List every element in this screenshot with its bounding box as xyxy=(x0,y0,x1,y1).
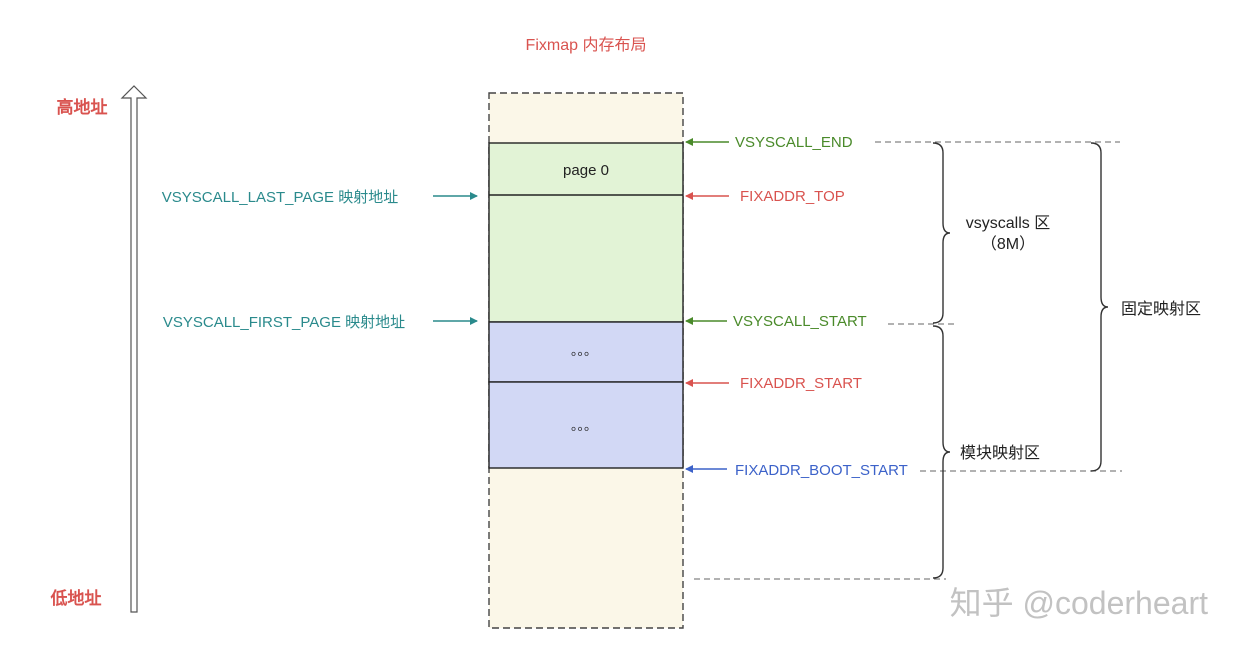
module-block-lower xyxy=(488,381,684,469)
vsyscall-first-page-label: VSYSCALL_FIRST_PAGE 映射地址 xyxy=(163,314,405,331)
watermark: 知乎 @coderheart xyxy=(950,585,1208,621)
fixed-mapping-brace xyxy=(1090,142,1109,472)
vsyscalls-region-label: vsyscalls 区 xyxy=(966,215,1050,232)
address-direction-arrow xyxy=(120,85,148,613)
vsyscall-last-page-label: VSYSCALL_LAST_PAGE 映射地址 xyxy=(162,189,398,206)
low-address-label: 低地址 xyxy=(50,588,102,608)
fixaddr-top-label: FIXADDR_TOP xyxy=(740,188,845,205)
ellipsis-lower: 。。。 xyxy=(571,418,597,433)
vsyscall-start-label: VSYSCALL_START xyxy=(733,313,867,330)
fixaddr-boot-start-label: FIXADDR_BOOT_START xyxy=(735,462,908,479)
module-mapping-brace xyxy=(932,325,951,579)
vsyscall-end-label: VSYSCALL_END xyxy=(735,134,853,151)
ellipsis-upper: 。。。 xyxy=(571,343,597,358)
vsyscalls-brace xyxy=(932,142,951,324)
fixed-mapping-label: 固定映射区 xyxy=(1121,300,1201,318)
module-block-upper xyxy=(488,321,684,383)
vsyscall-block xyxy=(488,142,684,323)
page0-label: page 0 xyxy=(563,162,609,179)
module-mapping-label: 模块映射区 xyxy=(960,444,1040,462)
fixaddr-start-label: FIXADDR_START xyxy=(740,375,862,392)
vsyscalls-size-label: （8M） xyxy=(981,235,1035,253)
high-address-label: 高地址 xyxy=(57,97,108,117)
diagram-title: Fixmap 内存布局 xyxy=(526,36,647,54)
